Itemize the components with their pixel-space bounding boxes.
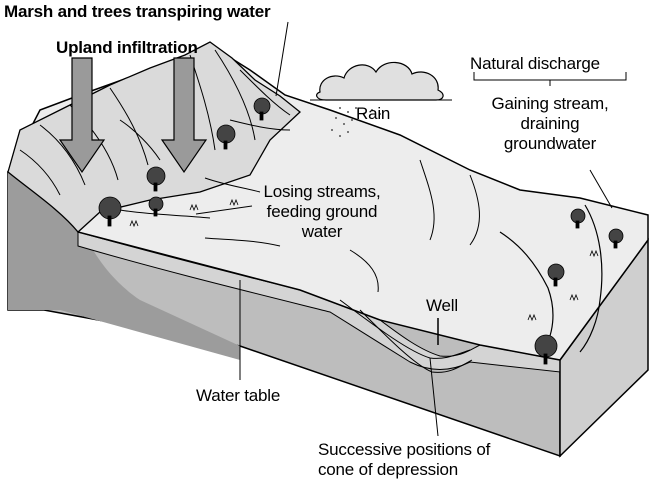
leader-cone — [429, 357, 439, 437]
label-well: Well — [426, 296, 458, 315]
tree — [216, 124, 236, 150]
tree — [253, 97, 271, 121]
label-upland-infiltration: Upland infiltration — [56, 38, 198, 57]
tree — [98, 196, 122, 227]
infiltration-arrow-right — [160, 57, 208, 174]
tree — [146, 166, 166, 192]
cone-of-depression-curves — [339, 299, 473, 373]
losing-stream-lines — [119, 177, 281, 247]
tree — [547, 263, 565, 287]
label-losing-streams-block: Losing streams, feeding ground water — [252, 182, 392, 242]
infiltration-arrows — [58, 57, 208, 174]
leader-marsh — [275, 21, 289, 97]
rain-cloud — [310, 61, 452, 101]
label-cone-line-2: cone of depression — [318, 460, 459, 479]
label-gaining-line-3: groundwater — [503, 134, 597, 153]
label-cone-block: Successive positions of cone of depressi… — [318, 440, 490, 480]
label-losing-line-2: feeding ground — [266, 202, 378, 221]
infiltration-arrow-left — [58, 57, 106, 174]
label-marsh: Marsh and trees transpiring water — [4, 2, 271, 21]
label-rain: Rain — [356, 104, 391, 123]
label-gaining-stream-block: Gaining stream, draining groundwater — [474, 94, 626, 154]
trees — [98, 97, 624, 365]
rain-dots — [331, 107, 381, 137]
label-gaining-line-1: Gaining stream, — [491, 94, 609, 113]
leader-gaining — [589, 169, 613, 209]
grass-tufts — [129, 198, 599, 322]
tree — [608, 228, 624, 249]
label-natural-discharge: Natural discharge — [470, 54, 600, 73]
leader-losing — [195, 205, 253, 215]
leader-lines — [195, 21, 613, 437]
tree — [534, 334, 558, 365]
tree — [570, 208, 586, 229]
label-cone-line-1: Successive positions of — [318, 440, 491, 459]
label-gaining-line-2: draining — [520, 114, 580, 133]
plain-streams — [349, 159, 480, 293]
tree — [148, 196, 164, 217]
label-losing-line-1: Losing streams, — [263, 182, 381, 201]
label-water-table: Water table — [196, 386, 281, 405]
discharge-bracket — [473, 72, 627, 86]
label-losing-line-3: water — [301, 222, 343, 241]
